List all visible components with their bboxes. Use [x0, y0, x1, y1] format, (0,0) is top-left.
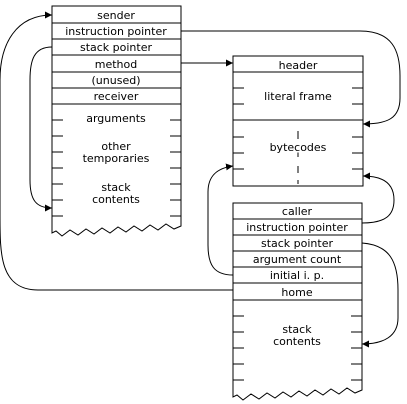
slot-unused: (unused) — [92, 74, 141, 87]
block-slot-ticks — [233, 315, 362, 381]
caller-pointer-arrow — [361, 172, 395, 224]
instruction-pointer-arrow — [181, 30, 401, 128]
method-context-frame — [51, 5, 182, 237]
slot-contents: contents — [92, 193, 140, 206]
slot-instruction-pointer: instruction pointer — [246, 221, 348, 234]
slot-argument-count: argument count — [253, 253, 342, 266]
slot-initial-ip: initial i. p. — [270, 269, 324, 282]
slot-receiver: receiver — [94, 90, 139, 103]
method-literal-frame: literal frame — [264, 90, 332, 103]
slot-instruction-pointer: instruction pointer — [65, 25, 167, 38]
slot-home: home — [281, 286, 312, 299]
initial-ip-pointer-arrow — [207, 163, 234, 276]
compiled-method-frame — [232, 55, 364, 187]
method-context-object: sender instruction pointer stack pointer… — [51, 5, 182, 237]
slot-contents: contents — [273, 335, 321, 348]
method-ticks — [233, 87, 363, 170]
block-stack-pointer-arrow — [361, 242, 399, 348]
slot-stack: stack — [282, 323, 312, 336]
slot-other: other — [101, 140, 131, 153]
slot-ticks — [52, 119, 181, 217]
compiled-method-object: header literal frame bytecodes — [232, 55, 364, 187]
slot-stack: stack — [101, 181, 131, 194]
home-pointer-arrow — [0, 11, 233, 291]
block-context-object: caller instruction pointer stack pointer… — [232, 202, 363, 401]
method-bytecodes: bytecodes — [270, 141, 327, 154]
slot-method: method — [95, 58, 137, 71]
slot-arguments: arguments — [86, 112, 146, 125]
block-context-frame — [232, 202, 363, 401]
slot-sender: sender — [97, 9, 135, 22]
stack-pointer-arrow — [29, 46, 53, 212]
method-header: header — [279, 59, 318, 72]
slot-temporaries: temporaries — [83, 152, 150, 165]
slot-stack-pointer: stack pointer — [80, 41, 153, 54]
slot-stack-pointer: stack pointer — [261, 237, 334, 250]
slot-caller: caller — [282, 205, 313, 218]
